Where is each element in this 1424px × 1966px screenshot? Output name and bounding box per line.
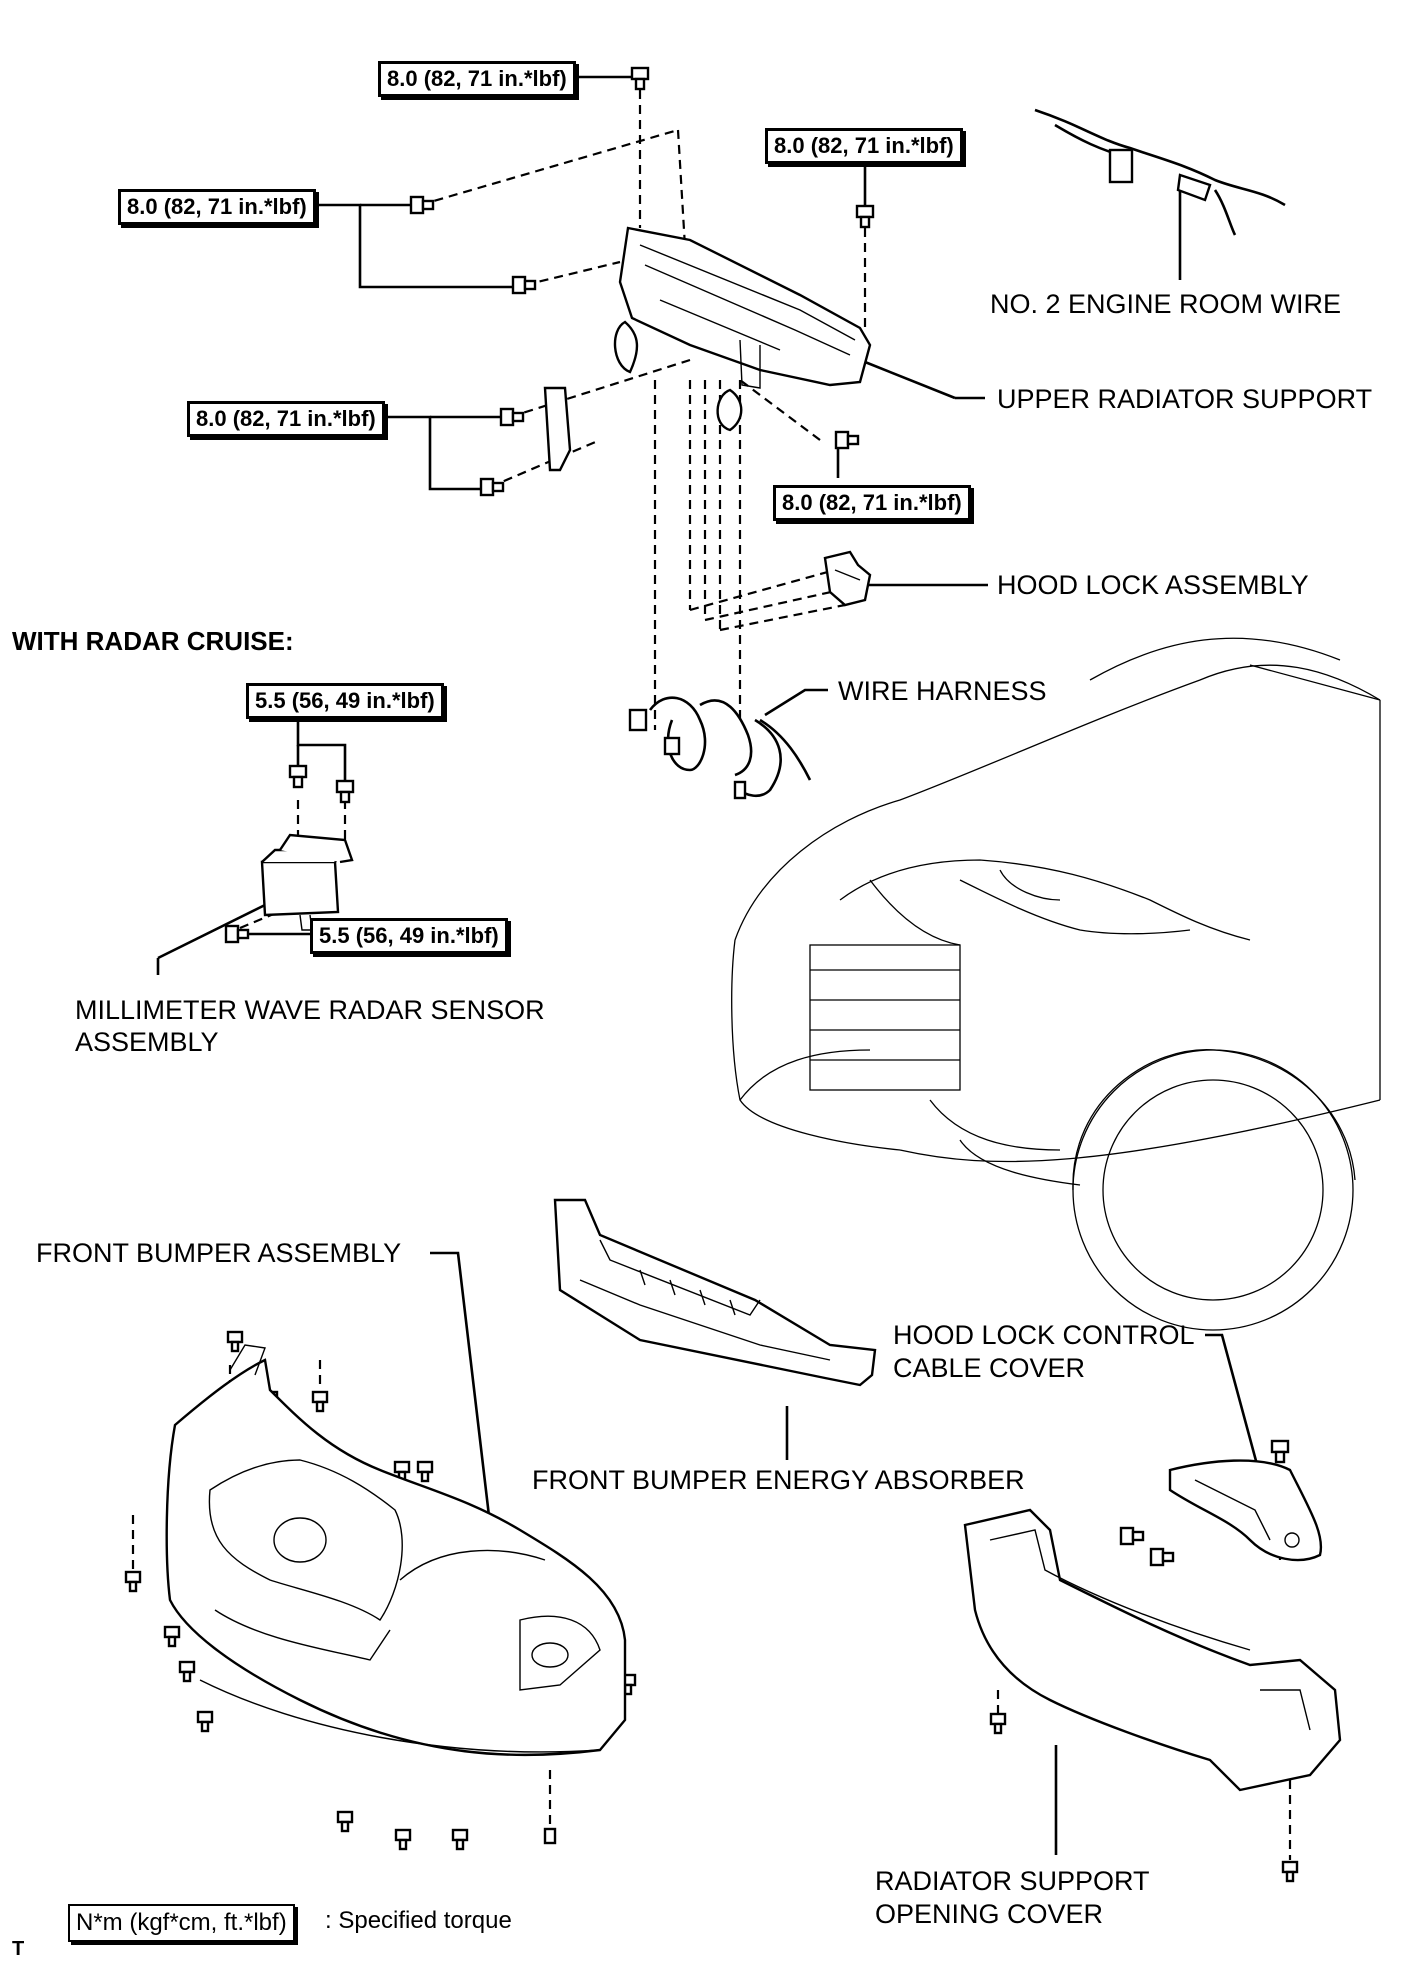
car-outline-drawing xyxy=(731,637,1381,1331)
torque-spec-middle-left: 8.0 (82, 71 in.*lbf) xyxy=(187,401,385,437)
heading-with-radar-cruise: WITH RADAR CRUISE: xyxy=(12,626,294,656)
hood-lock-drawing xyxy=(823,550,872,607)
torque-legend-description: : Specified torque xyxy=(325,1907,512,1934)
radar-sensor-drawing xyxy=(260,833,354,931)
torque-spec-upper-left: 8.0 (82, 71 in.*lbf) xyxy=(118,189,316,225)
label-cable-cover-line1: HOOD LOCK CONTROL xyxy=(893,1320,1195,1350)
corner-mark: T xyxy=(12,1938,25,1960)
torque-legend-unit: N*m (kgf*cm, ft.*lbf) xyxy=(68,1904,295,1942)
label-no2-engine-room-wire: NO. 2 ENGINE ROOM WIRE xyxy=(990,289,1342,319)
torque-spec-top: 8.0 (82, 71 in.*lbf) xyxy=(378,61,576,97)
label-opening-cover-line2: OPENING COVER xyxy=(875,1899,1104,1929)
label-energy-absorber: FRONT BUMPER ENERGY ABSORBER xyxy=(532,1465,1025,1495)
energy-absorber-drawing xyxy=(553,1198,877,1387)
label-hood-lock-assembly: HOOD LOCK ASSEMBLY xyxy=(997,570,1309,600)
front-bumper-drawing xyxy=(165,1344,627,1757)
label-front-bumper-assembly: FRONT BUMPER ASSEMBLY xyxy=(36,1238,402,1268)
torque-spec-upper-right: 8.0 (82, 71 in.*lbf) xyxy=(765,128,963,164)
torque-spec-radar-bottom: 5.5 (56, 49 in.*lbf) xyxy=(310,918,508,954)
cable-cover-drawing xyxy=(1168,1459,1323,1562)
torque-spec-radar-top: 5.5 (56, 49 in.*lbf) xyxy=(246,683,444,719)
engine-room-wire-drawing xyxy=(1034,108,1286,236)
label-upper-radiator-support: UPPER RADIATOR SUPPORT xyxy=(997,384,1373,414)
label-opening-cover-line1: RADIATOR SUPPORT xyxy=(875,1866,1150,1896)
upper-radiator-support-drawing xyxy=(543,226,872,472)
label-radar-sensor-line2: ASSEMBLY xyxy=(75,1027,219,1057)
label-cable-cover-line2: CABLE COVER xyxy=(893,1353,1086,1383)
dashed-lines xyxy=(131,90,1292,1860)
label-radar-sensor-line1: MILLIMETER WAVE RADAR SENSOR xyxy=(75,995,545,1025)
opening-cover-drawing xyxy=(963,1508,1342,1792)
label-wire-harness: WIRE HARNESS xyxy=(838,676,1047,706)
torque-spec-middle-right: 8.0 (82, 71 in.*lbf) xyxy=(773,485,971,521)
wire-harness-drawing xyxy=(628,696,812,800)
